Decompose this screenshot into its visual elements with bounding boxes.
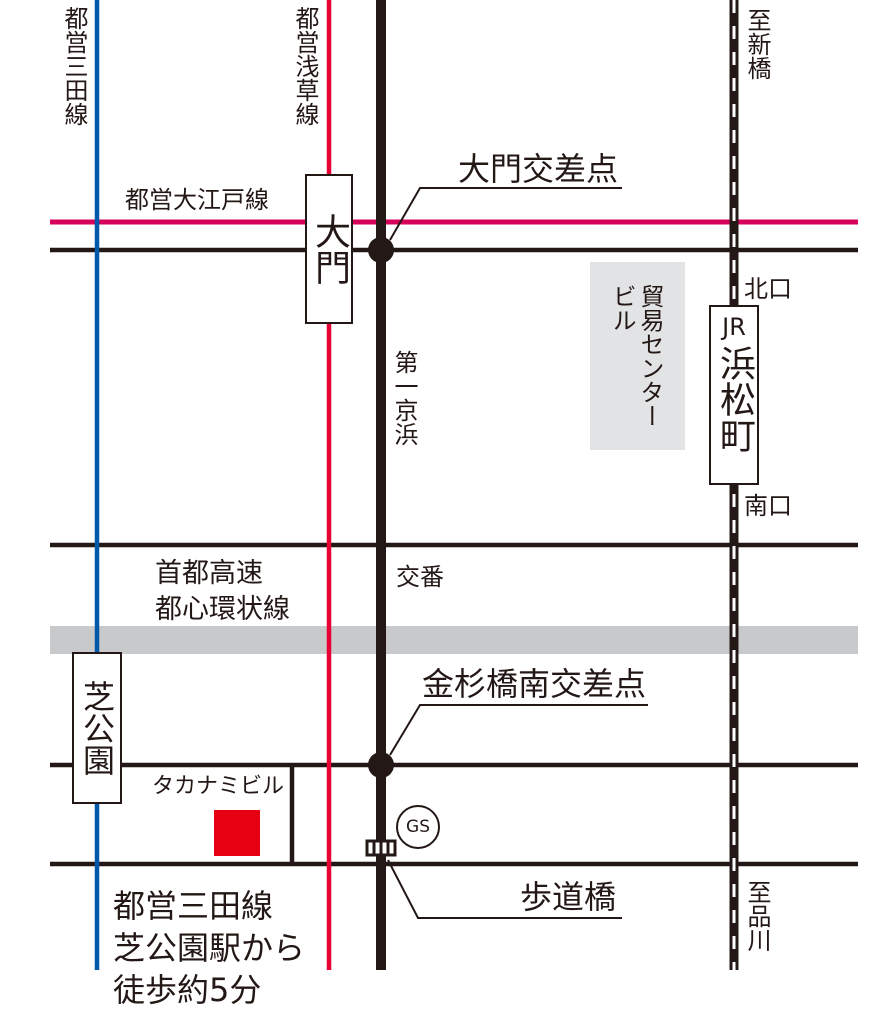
callout-leader-daimon xyxy=(389,187,622,241)
hamamatsucho-station-box: JR 浜松町 xyxy=(709,305,759,485)
target-building-label: タカナミビル xyxy=(152,774,285,799)
daimon-station-label: 大門 xyxy=(309,213,350,285)
daimon-station-box: 大門 xyxy=(305,174,353,324)
footbridge-label: 歩道橋 xyxy=(520,878,617,916)
world-trade-center-block xyxy=(590,262,685,450)
access-note-line3: 徒歩約5分 xyxy=(113,971,262,1009)
mita-line-label: 都営三田線 xyxy=(60,6,88,126)
police-box-label: 交番 xyxy=(396,563,444,591)
wtc-label-col1: ビル xyxy=(608,284,636,332)
shibakoen-station-box: 芝公園 xyxy=(72,652,122,804)
callout-leader-footbridge xyxy=(387,859,622,919)
intersection-dot-icon xyxy=(368,752,394,778)
expressway-band xyxy=(50,626,858,654)
asakusa-line-label: 都営浅草線 xyxy=(291,6,319,126)
access-note-line1: 都営三田線 xyxy=(113,887,274,925)
daiichi-keihin-label: 第一京浜 xyxy=(390,350,418,446)
wtc-label-col2: 貿易センター xyxy=(636,284,664,428)
intersection-dot-icon xyxy=(368,237,394,263)
access-note-line2: 芝公園駅から xyxy=(113,929,306,967)
daimon-intersection-label: 大門交差点 xyxy=(458,150,619,188)
south-exit-label: 南口 xyxy=(744,492,792,520)
target-building-marker xyxy=(214,810,260,856)
to-shinbashi-label: 至新橋 xyxy=(743,8,771,80)
kanasugibashi-intersection-label: 金杉橋南交差点 xyxy=(422,665,647,703)
hamamatsucho-station-label: 浜松町 xyxy=(714,345,755,453)
hamamatsucho-prefix-label: JR xyxy=(722,313,746,341)
expressway-label-line2: 都心環状線 xyxy=(155,594,290,625)
gas-station-label: GS xyxy=(406,817,430,837)
callout-leader-kanasugibashi xyxy=(389,704,648,756)
oedo-line-label: 都営大江戸線 xyxy=(125,186,269,214)
to-shinagawa-label: 至品川 xyxy=(743,880,771,952)
gas-station-icon: GS xyxy=(396,805,440,849)
north-exit-label: 北口 xyxy=(744,275,792,303)
shibakoen-station-label: 芝公園 xyxy=(78,680,116,776)
expressway-label-line1: 首都高速 xyxy=(155,558,263,589)
footbridge-icon xyxy=(365,839,397,857)
